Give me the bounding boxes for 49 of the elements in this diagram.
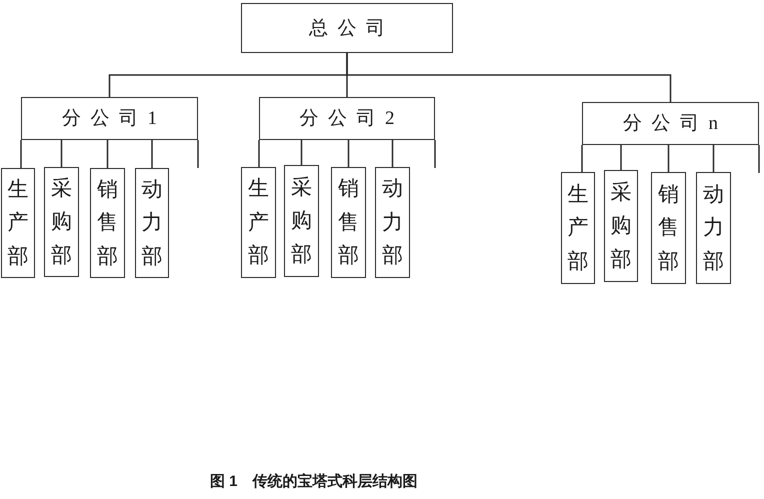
- company-box: [241, 3, 453, 53]
- company-box: [21, 97, 198, 140]
- department-box: [90, 168, 125, 278]
- department-box: [241, 167, 276, 278]
- department-label: 动力部: [703, 180, 724, 275]
- connector-line: [197, 140, 199, 168]
- connector-line: [258, 140, 260, 167]
- figure-caption: 图 1 传统的宝塔式科层结构图: [210, 472, 418, 492]
- company-label: 分公司1: [61, 109, 166, 128]
- department-label: 销售部: [338, 175, 359, 270]
- connector-line: [758, 145, 760, 173]
- department-label: 采购部: [291, 174, 312, 268]
- department-box: [375, 167, 410, 278]
- connector-line: [620, 145, 622, 170]
- connector-line: [300, 140, 302, 165]
- company-box: [582, 102, 759, 145]
- connector-line: [348, 140, 350, 167]
- department-box: [44, 167, 79, 277]
- department-box: [284, 165, 319, 277]
- department-box: [561, 172, 595, 284]
- connector-line: [346, 53, 672, 102]
- department-label: 采购部: [51, 174, 72, 269]
- connector-line: [434, 140, 436, 168]
- department-label: 动力部: [142, 176, 162, 270]
- department-box: [1, 168, 35, 278]
- department-box: [696, 172, 731, 284]
- connector-line: [151, 140, 153, 168]
- department-box: [651, 172, 686, 284]
- department-label: 销售部: [97, 176, 118, 270]
- company-label: 总公司: [308, 18, 394, 38]
- connector-line: [392, 140, 394, 167]
- department-box: [331, 167, 366, 278]
- connector-line: [60, 140, 62, 167]
- department-label: 采购部: [610, 178, 632, 273]
- connector-line: [20, 140, 22, 168]
- connector-line: [581, 145, 583, 172]
- company-label: 分公司2: [298, 109, 404, 128]
- department-label: 生产部: [568, 180, 588, 275]
- department-label: 动力部: [382, 175, 403, 270]
- department-box: [604, 170, 638, 282]
- department-label: 生产部: [248, 175, 269, 270]
- department-label: 销售部: [658, 180, 679, 275]
- department-box: [135, 168, 169, 278]
- company-box: [259, 97, 435, 140]
- department-label: 生产部: [8, 176, 28, 270]
- company-label: 分公司n: [622, 114, 728, 133]
- connector-line: [668, 145, 670, 172]
- connector-line: [106, 140, 108, 168]
- connector-line: [712, 145, 714, 172]
